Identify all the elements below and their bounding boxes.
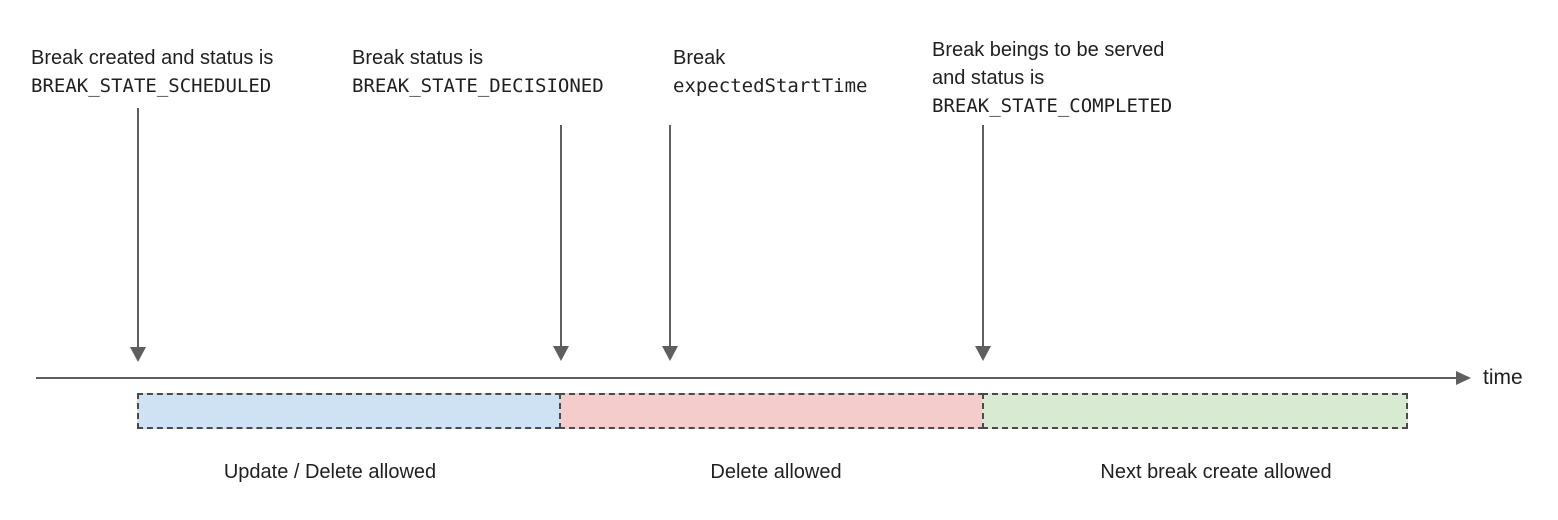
annotation-text: and status is	[932, 67, 1045, 89]
arrow-shaft	[137, 108, 139, 347]
arrow-head	[130, 347, 146, 362]
down-arrow-icon	[130, 108, 146, 362]
annotation-text: Break beings to be served	[932, 39, 1165, 61]
segment-label-delete: Delete allowed	[710, 461, 842, 483]
annotation-break-scheduled: Break created and status is BREAK_STATE_…	[31, 44, 273, 100]
annotation-break-decisioned: Break status is BREAK_STATE_DECISIONED	[352, 44, 604, 100]
annotation-code: BREAK_STATE_SCHEDULED	[31, 75, 272, 97]
down-arrow-icon	[662, 125, 678, 361]
arrow-head	[662, 346, 678, 361]
segment-update-delete-allowed	[137, 393, 561, 429]
segment-label-next-break-create: Next break create allowed	[1100, 461, 1332, 483]
annotation-code: expectedStartTime	[673, 75, 868, 97]
timeline-arrowhead-icon	[1456, 371, 1471, 385]
annotation-code: BREAK_STATE_DECISIONED	[352, 75, 604, 97]
timeline-axis	[36, 377, 1456, 379]
arrow-shaft	[560, 125, 562, 346]
annotation-break-completed: Break beings to be served and status is …	[932, 36, 1172, 120]
annotation-code: BREAK_STATE_COMPLETED	[932, 95, 1173, 117]
down-arrow-icon	[975, 125, 991, 361]
arrow-head	[553, 346, 569, 361]
annotation-expected-start-time: Break expectedStartTime	[673, 44, 867, 100]
segment-next-break-create-allowed	[982, 393, 1408, 429]
arrow-head	[975, 346, 991, 361]
segment-label-update-delete: Update / Delete allowed	[223, 461, 437, 483]
time-axis-label: time	[1483, 366, 1523, 389]
segment-delete-allowed	[559, 393, 984, 429]
annotation-text: Break	[673, 47, 726, 69]
annotation-text: Break created and status is	[31, 47, 274, 69]
arrow-shaft	[669, 125, 671, 346]
down-arrow-icon	[553, 125, 569, 361]
annotation-text: Break status is	[352, 47, 484, 69]
arrow-shaft	[982, 125, 984, 346]
